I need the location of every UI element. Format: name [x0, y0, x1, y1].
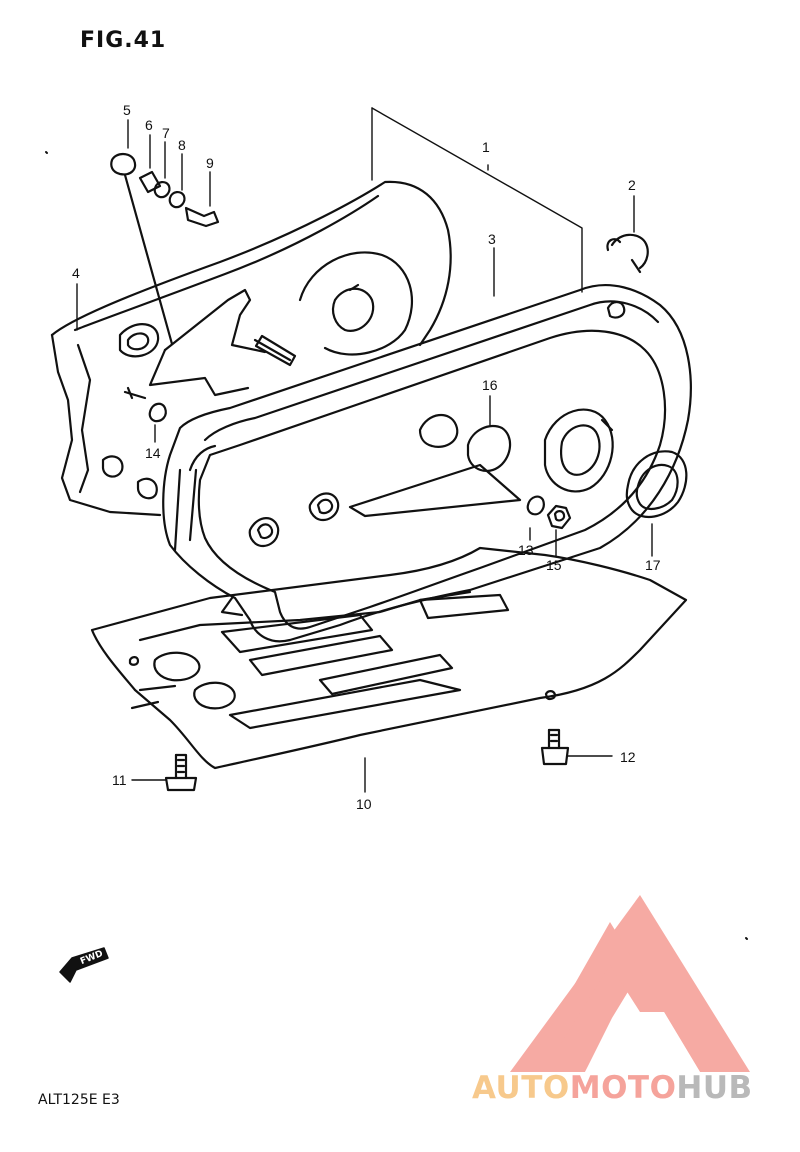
- watermark-part-2: MOTO: [569, 1070, 677, 1106]
- watermark-part-3: HUB: [676, 1070, 753, 1106]
- scan-dots: [45, 151, 748, 940]
- leader-lines: [76, 107, 653, 793]
- part-13-washer: [526, 495, 545, 516]
- callout-9: 9: [206, 155, 214, 171]
- watermark-logo: [510, 895, 750, 1072]
- model-code: ALT125E E3: [38, 1092, 120, 1108]
- parts-5-9-fastener-stack: [110, 152, 220, 346]
- callout-2: 2: [628, 177, 636, 193]
- part-4-rear-cover: [50, 180, 452, 517]
- callout-10: 10: [356, 796, 372, 812]
- part-12-bolt: [540, 728, 570, 766]
- part-10-skid-plate: [90, 546, 688, 770]
- callout-13: 13: [518, 542, 534, 558]
- part-11-bolt: [164, 753, 198, 792]
- part-3-main-cover: [162, 284, 692, 643]
- part-2-clip: [606, 233, 649, 274]
- callout-11: 11: [112, 772, 127, 788]
- callout-16: 16: [482, 377, 498, 393]
- callout-4: 4: [72, 265, 80, 281]
- callout-5: 5: [123, 102, 131, 118]
- watermark-part-1: AUTO: [472, 1070, 570, 1106]
- fwd-arrow-icon: [59, 947, 109, 983]
- callout-12: 12: [620, 749, 636, 765]
- part-14-washer: [148, 402, 167, 423]
- callout-15: 15: [546, 557, 562, 573]
- part-17-oil-seal: [625, 450, 688, 519]
- callout-7: 7: [162, 125, 170, 141]
- figure-title: FIG.41: [80, 28, 167, 53]
- callout-6: 6: [145, 117, 153, 133]
- callout-14: 14: [145, 445, 161, 461]
- part-16-cap: [466, 424, 512, 472]
- callout-3: 3: [488, 231, 496, 247]
- callout-1: 1: [482, 139, 490, 155]
- part-15-nut: [546, 504, 572, 530]
- watermark-text: AUTOMOTOHUB: [472, 1070, 753, 1106]
- callout-8: 8: [178, 137, 186, 153]
- callout-17: 17: [645, 557, 661, 573]
